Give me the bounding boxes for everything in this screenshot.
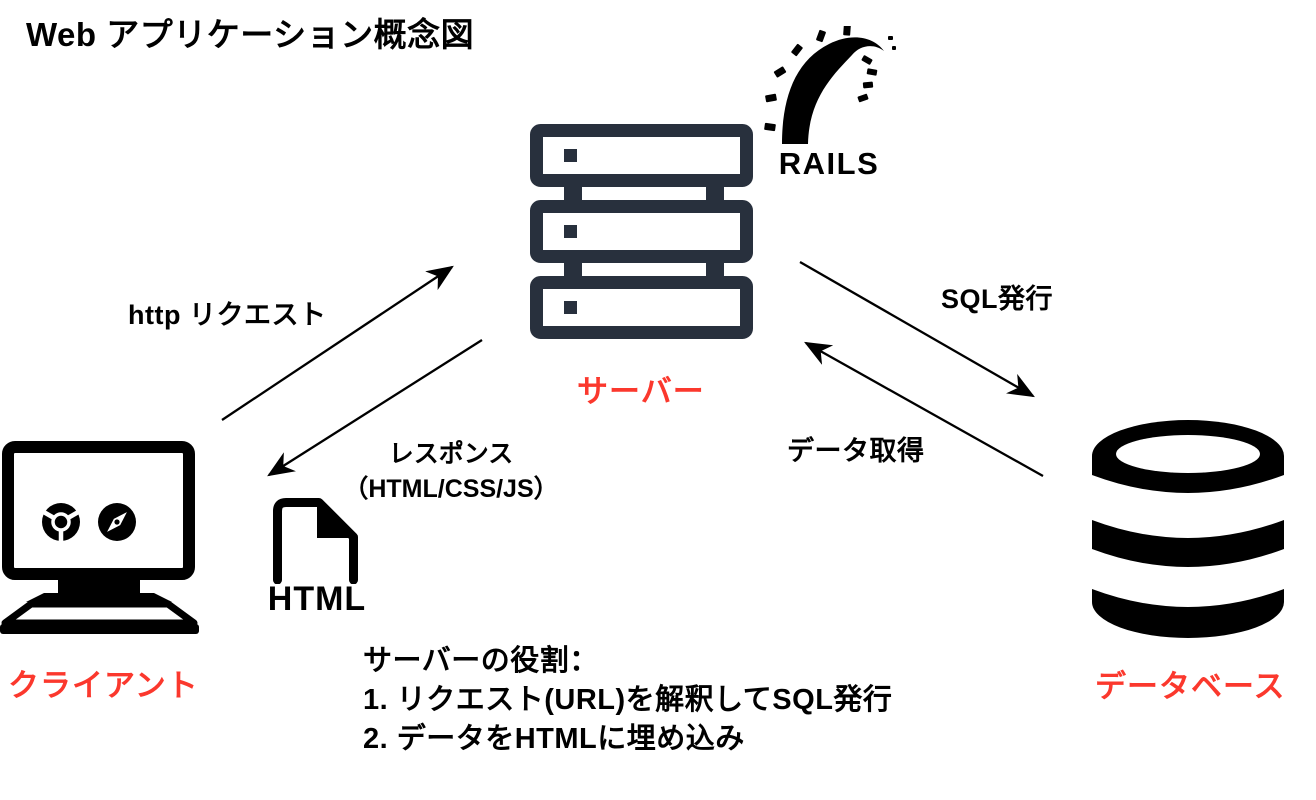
html-file-label: HTML <box>267 580 367 618</box>
arrow-http-request <box>221 265 454 421</box>
sql-issue-label: SQL発行 <box>941 284 1054 314</box>
database-icon <box>1092 420 1284 638</box>
response-label: レスポンス （HTML/CSS/JS） <box>333 437 569 507</box>
page-title: Web アプリケーション概念図 <box>26 16 475 53</box>
server-icon <box>530 124 753 339</box>
response-label-line1: レスポンス <box>388 440 514 468</box>
server-role-notes: サーバーの役割： 1. リクエスト(URL)を解釈してSQL発行 2. データを… <box>363 642 892 759</box>
arrow-data-fetch <box>804 341 1044 478</box>
rails-logo-icon: RAILS <box>764 26 896 178</box>
arrow-response <box>267 339 483 477</box>
http-request-label: http リクエスト <box>128 300 327 330</box>
response-label-line2: （HTML/CSS/JS） <box>343 475 559 503</box>
rails-wordmark: RAILS <box>779 146 880 178</box>
server-role-item-1: 1. リクエスト(URL)を解釈してSQL発行 <box>363 684 893 716</box>
client-label: クライアント <box>8 668 199 703</box>
server-label: サーバー <box>577 374 705 409</box>
computer-icon <box>0 441 199 634</box>
arrow-sql-issue <box>799 261 1035 398</box>
chrome-browser-icon <box>41 503 81 543</box>
html-file-icon <box>273 498 358 584</box>
data-fetch-label: データ取得 <box>787 436 925 466</box>
safari-browser-icon <box>98 503 136 541</box>
database-label: データベース <box>1095 669 1286 704</box>
server-role-item-2: 2. データをHTMLに埋め込み <box>363 723 745 755</box>
server-role-heading: サーバーの役割： <box>363 645 599 677</box>
